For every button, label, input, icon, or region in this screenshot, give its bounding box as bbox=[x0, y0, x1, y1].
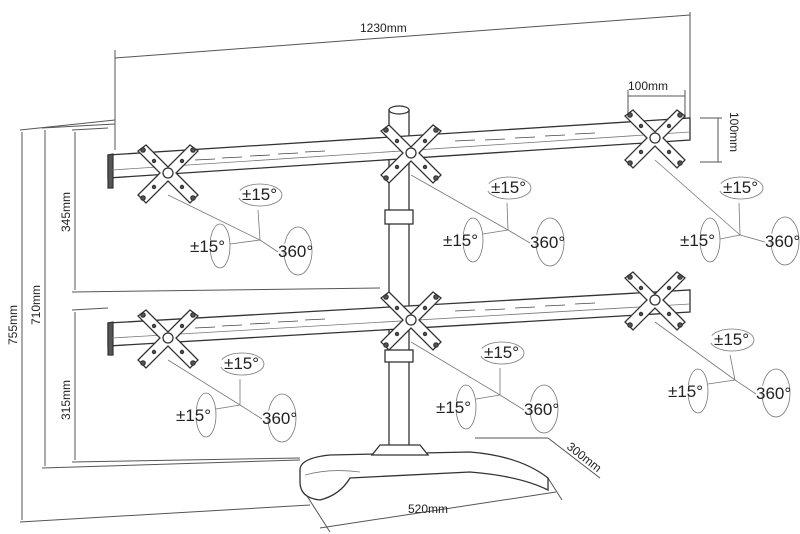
stand-base bbox=[299, 444, 549, 501]
adjustment-indicator: ±15° ±15° 360° bbox=[654, 159, 800, 266]
adjustment-indicators: ±15°±15°360°±15°±15°360°±15°±15°360°±15°… bbox=[167, 159, 800, 443]
vesa-vertical-label: 100mm bbox=[727, 112, 741, 152]
tilt-angle-label: ±15° bbox=[723, 178, 758, 197]
width-total-label: 1230mm bbox=[360, 21, 407, 35]
adjustment-indicator: ±15° ±15° 360° bbox=[167, 183, 313, 276]
height-pole-label: 710mm bbox=[29, 285, 43, 325]
swivel-angle-label: ±15° bbox=[176, 406, 211, 425]
rotation-angle-label: 360° bbox=[530, 233, 565, 252]
adjustment-indicator: ±15° ±15° 360° bbox=[410, 341, 559, 434]
adjustment-indicator: ±15° ±15° 360° bbox=[167, 352, 297, 443]
swivel-angle-label: ±15° bbox=[668, 382, 703, 401]
rotation-angle-label: 360° bbox=[756, 384, 791, 403]
vesa-bracket bbox=[137, 309, 199, 369]
height-dimensions: 755mm 710mm 345mm 315mm bbox=[6, 119, 381, 523]
rotation-angle-label: 360° bbox=[262, 409, 297, 428]
vesa-bracket bbox=[380, 124, 442, 184]
rotation-angle-label: 360° bbox=[524, 400, 559, 419]
swivel-angle-label: ±15° bbox=[190, 237, 225, 256]
rotation-angle-label: 360° bbox=[765, 232, 800, 251]
lower-gap-label: 315mm bbox=[59, 380, 73, 420]
tilt-angle-label: ±15° bbox=[224, 354, 259, 373]
vesa-bracket bbox=[624, 271, 686, 331]
height-total-label: 755mm bbox=[6, 305, 20, 345]
swivel-angle-label: ±15° bbox=[436, 398, 471, 417]
upper-gap-label: 345mm bbox=[59, 192, 73, 232]
base-depth-label: 300mm bbox=[564, 439, 604, 475]
width-dimension: 1230mm bbox=[114, 12, 691, 150]
vesa-brackets bbox=[137, 109, 686, 369]
tilt-angle-label: ±15° bbox=[491, 178, 526, 197]
adjustment-indicator: ±15° ±15° 360° bbox=[410, 174, 565, 267]
vesa-bracket bbox=[624, 109, 686, 169]
tilt-angle-label: ±15° bbox=[242, 185, 277, 204]
tilt-angle-label: ±15° bbox=[714, 330, 749, 349]
base-width-label: 520mm bbox=[408, 502, 448, 516]
vesa-dimension: 100mm 100mm bbox=[627, 79, 741, 163]
vesa-bracket bbox=[137, 144, 199, 204]
swivel-angle-label: ±15° bbox=[443, 231, 478, 250]
rotation-angle-label: 360° bbox=[278, 242, 313, 261]
vesa-bracket bbox=[380, 291, 442, 351]
swivel-angle-label: ±15° bbox=[680, 231, 715, 250]
lower-crossbar bbox=[107, 289, 691, 356]
vesa-horizontal-label: 100mm bbox=[628, 79, 668, 93]
adjustment-indicator: ±15° ±15° 360° bbox=[654, 321, 791, 418]
tilt-angle-label: ±15° bbox=[484, 343, 519, 362]
